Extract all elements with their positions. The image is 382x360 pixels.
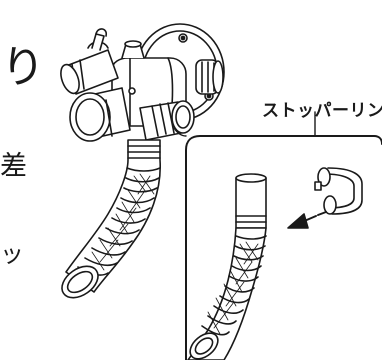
side-text-fragment-3: ッ	[0, 240, 24, 268]
front-right-outlet	[139, 100, 195, 141]
detail-inset	[185, 135, 382, 360]
right-nozzle	[195, 59, 224, 95]
stopper-ring	[314, 167, 363, 215]
stopper-ring-label: ストッパーリン	[262, 101, 382, 121]
insert-arrow-icon	[287, 211, 327, 229]
top-nipple	[121, 40, 145, 59]
side-text-fragment-2: 差	[0, 151, 27, 182]
top-left-connector	[60, 28, 119, 95]
side-text-fragment-1: り	[1, 42, 45, 93]
front-left-outlet	[69, 87, 131, 142]
main-hose	[61, 139, 161, 299]
